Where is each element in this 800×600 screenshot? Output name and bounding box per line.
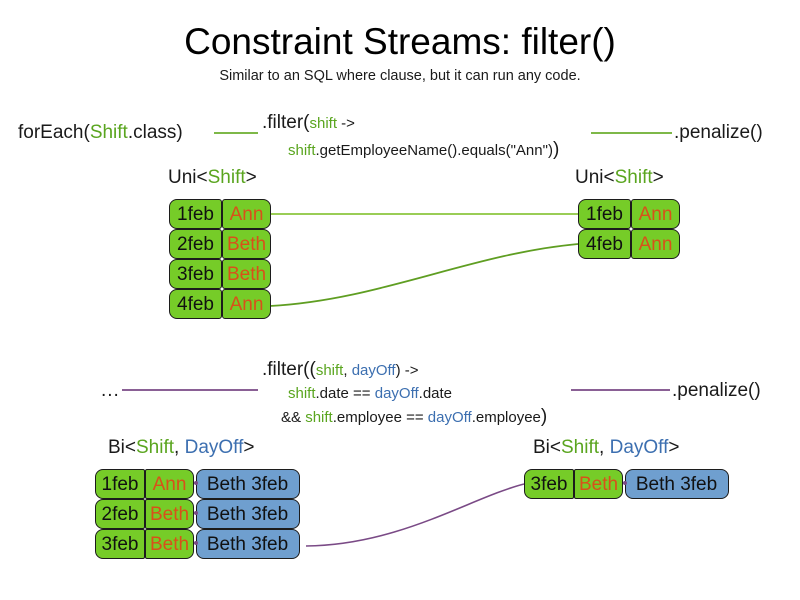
table-row[interactable]: 2feb Beth Beth 3feb — [95, 499, 300, 529]
cell-name: Beth — [145, 499, 194, 529]
bi-filter-l2-mid: .date == — [315, 385, 375, 402]
uni-right-header-type: Shift — [614, 167, 653, 188]
cell-date: 1feb — [169, 199, 222, 229]
cell-date: 1feb — [578, 199, 631, 229]
cell-name: Ann — [222, 199, 271, 229]
cell-date: 4feb — [578, 229, 631, 259]
uni-penalize: .penalize() — [674, 122, 763, 143]
row-joint-dot — [194, 541, 198, 545]
cell-pair: Beth 3feb — [624, 469, 729, 499]
foreach-type: Shift — [89, 122, 128, 143]
bi-right-header-suffix: > — [668, 437, 680, 458]
bi-filter-l3-var2: dayOff — [427, 409, 472, 426]
table-row[interactable]: 4feb Ann — [578, 229, 680, 259]
bi-filter-l2-rest: .date — [418, 385, 453, 402]
row-joint-dot — [194, 511, 198, 515]
bi-filter-close-paren: ) — [540, 406, 548, 427]
cell-date: 3feb — [169, 259, 222, 289]
uni-filter-param: shift — [309, 115, 338, 132]
bi-left-header-type1: Shift — [136, 437, 175, 458]
cell-name: Ann — [145, 469, 194, 499]
table-row[interactable]: 1feb Ann — [169, 199, 271, 229]
bi-right-header-type2: DayOff — [609, 437, 669, 458]
bi-filter-l3-rest: .employee — [471, 409, 541, 426]
uni-right-header-prefix: Uni< — [575, 167, 615, 188]
cell-name: Beth — [574, 469, 623, 499]
bi-filter-l3-mid: .employee == — [332, 409, 428, 426]
bi-right-header: Bi<Shift, DayOff> — [533, 437, 679, 459]
bi-left-header: Bi<Shift, DayOff> — [108, 437, 254, 459]
table-row[interactable]: 3feb Beth Beth 3feb — [524, 469, 729, 499]
bi-left-header-comma: , — [174, 437, 185, 458]
uni-filter-prefix: .filter( — [262, 112, 310, 133]
foreach-prefix: forEach( — [18, 122, 90, 143]
uni-left-header-suffix: > — [245, 167, 257, 188]
page-subtitle: Similar to an SQL where clause, but it c… — [219, 68, 581, 84]
bi-filter-line2: shift.date == dayOff.date — [288, 384, 452, 403]
foreach-suffix: .class) — [127, 122, 183, 143]
cell-name: Beth — [145, 529, 194, 559]
wire-bi-row3 — [305, 483, 525, 547]
table-row[interactable]: 3feb Beth Beth 3feb — [95, 529, 300, 559]
uni-right-header: Uni<Shift> — [575, 167, 664, 189]
cell-name: Beth — [222, 259, 271, 289]
page-title: Constraint Streams: filter() — [184, 21, 616, 62]
bi-filter-param1: shift — [315, 362, 344, 379]
cell-name: Ann — [222, 289, 271, 319]
bi-filter-l3-lead: && — [281, 409, 306, 426]
bi-filter-l3-var1: shift — [305, 409, 333, 426]
uni-filter-line2: shift.getEmployeeName().equals("Ann")) — [288, 139, 559, 161]
bi-filter-l2-var2: dayOff — [374, 385, 419, 402]
cell-date: 2feb — [169, 229, 222, 259]
table-row[interactable]: 1feb Ann Beth 3feb — [95, 469, 300, 499]
uni-left-header-prefix: Uni< — [168, 167, 208, 188]
bi-left-header-suffix: > — [243, 437, 255, 458]
uni-left-header-type: Shift — [207, 167, 246, 188]
cell-name: Ann — [631, 199, 680, 229]
cell-date: 2feb — [95, 499, 145, 529]
cell-pair: Beth 3feb — [195, 469, 300, 499]
cell-pair: Beth 3feb — [195, 499, 300, 529]
table-row[interactable]: 2feb Beth — [169, 229, 271, 259]
bi-filter-arrow: ) -> — [395, 362, 419, 379]
bi-filter-comma: , — [343, 362, 352, 379]
bi-right-header-comma: , — [599, 437, 610, 458]
bi-filter-param2: dayOff — [351, 362, 396, 379]
cell-name: Beth — [222, 229, 271, 259]
row-joint-dot — [623, 481, 627, 485]
uni-filter-line1: .filter(shift -> — [262, 112, 355, 134]
bi-filter-prefix: .filter(( — [262, 359, 316, 380]
bi-left-header-type2: DayOff — [184, 437, 244, 458]
table-row[interactable]: 4feb Ann — [169, 289, 271, 319]
uni-filter-body: .getEmployeeName().equals("Ann") — [315, 142, 553, 159]
uni-filter-var: shift — [288, 142, 316, 159]
bi-filter-line1: .filter((shift, dayOff) -> — [262, 359, 419, 381]
uni-filter-arrow: -> — [337, 115, 355, 132]
uni-filter-close-paren: ) — [552, 139, 560, 160]
bi-penalize: .penalize() — [672, 380, 761, 401]
row-joint-dot — [194, 481, 198, 485]
cell-date: 3feb — [524, 469, 574, 499]
bi-filter-line3: && shift.employee == dayOff.employee) — [281, 406, 547, 428]
uni-left-header: Uni<Shift> — [168, 167, 257, 189]
cell-date: 1feb — [95, 469, 145, 499]
cell-date: 4feb — [169, 289, 222, 319]
bi-left-header-prefix: Bi< — [108, 437, 136, 458]
uni-right-header-suffix: > — [652, 167, 664, 188]
bi-filter-l2-var1: shift — [288, 385, 316, 402]
bi-source-ellipsis: ... — [101, 380, 120, 401]
bi-right-header-type1: Shift — [561, 437, 600, 458]
cell-pair: Beth 3feb — [195, 529, 300, 559]
foreach-expression: forEach(Shift.class) — [18, 122, 183, 144]
bi-right-header-prefix: Bi< — [533, 437, 561, 458]
table-row[interactable]: 1feb Ann — [578, 199, 680, 229]
cell-date: 3feb — [95, 529, 145, 559]
wire-uni-row4 — [269, 243, 579, 307]
table-row[interactable]: 3feb Beth — [169, 259, 271, 289]
cell-name: Ann — [631, 229, 680, 259]
